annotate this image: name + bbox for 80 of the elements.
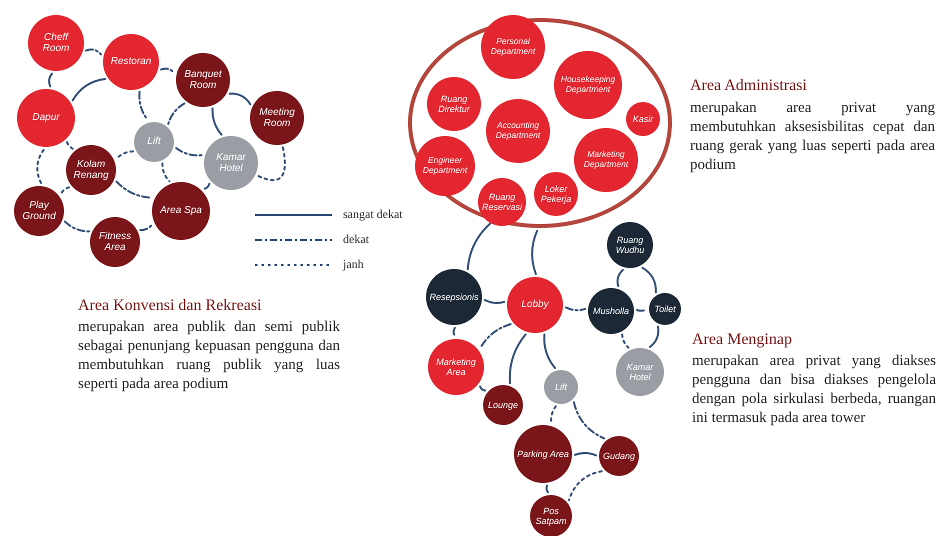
connector (203, 182, 210, 190)
connector (572, 401, 606, 440)
connector (479, 323, 512, 349)
room-name: Ruang Reservasi (480, 192, 524, 212)
room-name: Banquet Room (183, 68, 223, 92)
room-name: Loker Pekerja (540, 184, 572, 204)
connector (115, 180, 153, 199)
room-name: Fitness Area (98, 230, 132, 254)
room-name: Kamar Hotel (626, 362, 654, 382)
area-description: merupakan area privat yang diakses pengguna dan bisa diakses pengelola dengan pola sirkulasi berbeda, ruangan ini termasuk pada area tower (692, 352, 936, 428)
connector (531, 230, 538, 275)
connector (641, 266, 657, 294)
area-heading: Area Menginap (692, 330, 793, 350)
room-name: Pos Satpam (534, 506, 568, 526)
connector (161, 162, 170, 182)
room-name: Kamar Hotel (215, 152, 247, 174)
connector (66, 141, 74, 150)
connector (36, 148, 45, 184)
connector (175, 147, 204, 156)
zone-ellipse (408, 18, 672, 228)
room-name: Play Ground (21, 200, 57, 222)
room-name: Lift (147, 136, 161, 148)
room-name: Meeting Room (258, 106, 296, 130)
legend-text: dekat (343, 232, 369, 246)
connector (564, 306, 586, 312)
legend-text: janh (343, 257, 364, 271)
room-name: Resepsionis (429, 292, 479, 302)
connector (85, 48, 102, 56)
room-name: Lounge (488, 400, 518, 410)
connector (116, 150, 134, 160)
connector (64, 220, 90, 232)
area-description: merupakan area privat yang membutuhkan aksesisbilitas cepat dan ruang gerak yang luas seperti pada area podium (690, 99, 935, 175)
connector (167, 102, 186, 125)
area-heading: Area Administrasi (690, 76, 808, 96)
room-name: Kasir (632, 114, 654, 124)
room-name: Parking Area (517, 448, 569, 460)
room-name: Marketing Department (582, 150, 630, 170)
connector (648, 326, 660, 348)
room-name: Kolam Renang (72, 158, 110, 182)
room-name: Accounting Department (494, 121, 542, 141)
room-name: Toilet (654, 304, 676, 314)
connector (568, 470, 603, 502)
connector (257, 146, 286, 182)
connector (546, 484, 549, 494)
room-name: Musholla (592, 306, 630, 316)
connector (212, 107, 222, 136)
room-name: Personal Department (490, 37, 536, 57)
connector (479, 386, 486, 392)
connector (636, 308, 648, 312)
connector (139, 224, 154, 232)
connector (466, 222, 492, 270)
room-name: Ruang Wudhu (614, 234, 646, 256)
connector (160, 68, 175, 74)
connector (621, 333, 630, 349)
room-name: Lobby (521, 299, 549, 311)
connector (550, 405, 557, 424)
connector (60, 186, 70, 195)
connector (452, 326, 456, 338)
room-name: Marketing Area (435, 356, 477, 378)
connector (228, 92, 252, 106)
legend-text: sangat dekat (343, 207, 403, 221)
area-description: merupakan area publik dan semi publik sebagai penunjang kepuasan pengguna dan membutuhkan ruang publik yang luas seperti pada area podium (78, 318, 340, 394)
room-name: Ruang Direktur (437, 94, 471, 114)
room-name: Housekeeping Department (560, 75, 616, 95)
room-name: Gudang (602, 450, 636, 462)
room-name: Engineer Department (422, 156, 468, 176)
area-heading: Area Konvensi dan Rekreasi (78, 296, 262, 316)
connector (543, 334, 556, 369)
room-name: Restoran (110, 56, 152, 68)
connector (616, 268, 624, 288)
connector (508, 334, 527, 384)
room-name: Lift (554, 382, 567, 392)
connector (484, 299, 506, 304)
connector (48, 72, 53, 88)
room-name: Area Spa (160, 205, 202, 217)
room-name: Cheff Room (42, 32, 70, 54)
connector (574, 452, 597, 456)
connector (138, 90, 149, 121)
room-name: Dapur (32, 112, 60, 124)
connector (72, 78, 106, 102)
